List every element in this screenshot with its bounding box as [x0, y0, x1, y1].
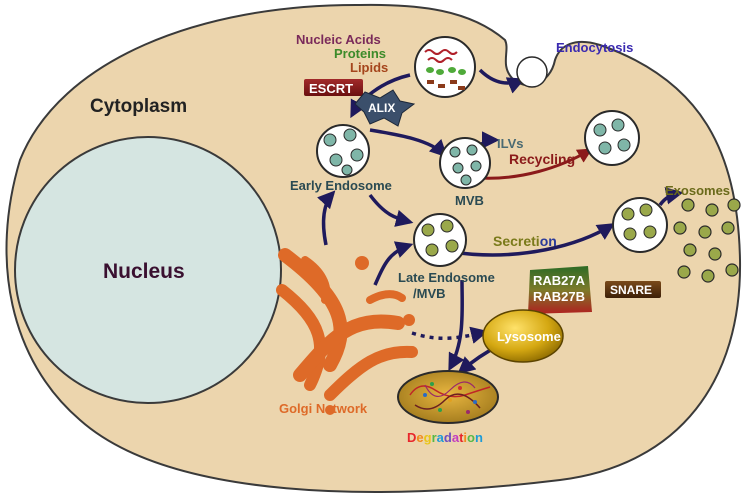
- degradation-letter: i: [463, 430, 467, 445]
- degradation-letter: a: [452, 430, 460, 445]
- arrow-early-to-late: [368, 193, 414, 227]
- nucleic-acids-label: Nucleic Acids: [296, 32, 381, 47]
- proteins-label: Proteins: [334, 46, 386, 61]
- degradation-letter: t: [459, 430, 464, 445]
- exosomes-label: Exosomes: [665, 183, 730, 198]
- exosome: [677, 265, 691, 279]
- mvb: [439, 137, 491, 189]
- exosome: [727, 198, 741, 212]
- alix-badge: [354, 89, 416, 127]
- late-endosome: [413, 213, 467, 267]
- arrow-golgi-to-early: [317, 190, 336, 246]
- snare-label: SNARE: [610, 283, 652, 297]
- exosome: [701, 269, 715, 283]
- arrow-late-to-exosomes: [451, 223, 615, 257]
- exosome: [705, 203, 719, 217]
- secretory-mvb: [612, 197, 668, 253]
- endocytosis-vesicle: [516, 56, 548, 88]
- arrow-late-to-degradation: [448, 279, 465, 372]
- arrow-cargo-to-early-endosome: [350, 73, 411, 119]
- degradation-letter: a: [437, 430, 445, 445]
- endocytosis-label: Endocytosis: [556, 40, 633, 55]
- mvb-label: MVB: [455, 193, 484, 208]
- exosome: [673, 221, 687, 235]
- rab27-badge: [528, 266, 592, 314]
- degradation-letter: r: [432, 430, 437, 445]
- nucleus-label: Nucleus: [103, 260, 185, 283]
- golgi-vesicle: [355, 256, 369, 270]
- golgi-vesicle: [403, 314, 415, 326]
- early-endosome: [316, 124, 370, 178]
- recycling-label: Recycling: [509, 151, 575, 167]
- exosome: [725, 263, 739, 277]
- recycling-vesicle: [584, 110, 640, 166]
- lipids-label: Lipids: [350, 60, 388, 75]
- arrow-cargo-to-endocytosis: [478, 68, 526, 94]
- arrow-recycling: [479, 148, 593, 180]
- degradation-label: Degradation: [407, 430, 483, 445]
- escrt-label: ESCRT: [309, 81, 353, 96]
- degradation-letter: n: [475, 430, 483, 445]
- arrow-golgi-to-late: [373, 241, 414, 286]
- cytoplasm-label: Cytoplasm: [90, 96, 187, 117]
- degradation-letter: d: [444, 430, 452, 445]
- golgi-network-label: Golgi Network: [279, 401, 368, 416]
- exosome: [708, 247, 722, 261]
- secretion-label: Secretion: [493, 233, 557, 249]
- late-endosome-label: Late Endosome: [398, 270, 495, 285]
- golgi-vesicle: [325, 405, 335, 415]
- exosomes-cluster: [673, 198, 741, 283]
- exosome: [683, 243, 697, 257]
- degradation-body: [397, 370, 499, 424]
- ilvs-label: ILVs: [497, 136, 524, 151]
- degradation-letter: D: [407, 430, 416, 445]
- arrow-exosome-release: [658, 187, 684, 207]
- lysosome-label: Lysosome: [497, 329, 561, 344]
- alix-label: ALIX: [368, 101, 395, 115]
- degradation-letter: g: [424, 430, 432, 445]
- degradation-letter: o: [467, 430, 475, 445]
- degradation-letter: e: [416, 430, 423, 445]
- arrow-early-to-mvb: [369, 128, 448, 158]
- rab27b-label: RAB27B: [533, 289, 585, 304]
- arrow-golgi-to-lysosome: [411, 326, 489, 344]
- nucleus: [14, 136, 282, 404]
- early-endosome-label: Early Endosome: [290, 178, 392, 193]
- exosome: [698, 225, 712, 239]
- exosome: [681, 198, 695, 212]
- exosome: [721, 221, 735, 235]
- golgi-network: [276, 248, 418, 401]
- escrt-badge: [304, 79, 363, 96]
- late-endosome-label-mvb: /MVB: [413, 286, 446, 301]
- lysosome: [482, 309, 564, 363]
- snare-badge: [605, 281, 661, 298]
- rab27a-label: RAB27A: [533, 273, 586, 288]
- cargo-vesicle: [414, 36, 476, 98]
